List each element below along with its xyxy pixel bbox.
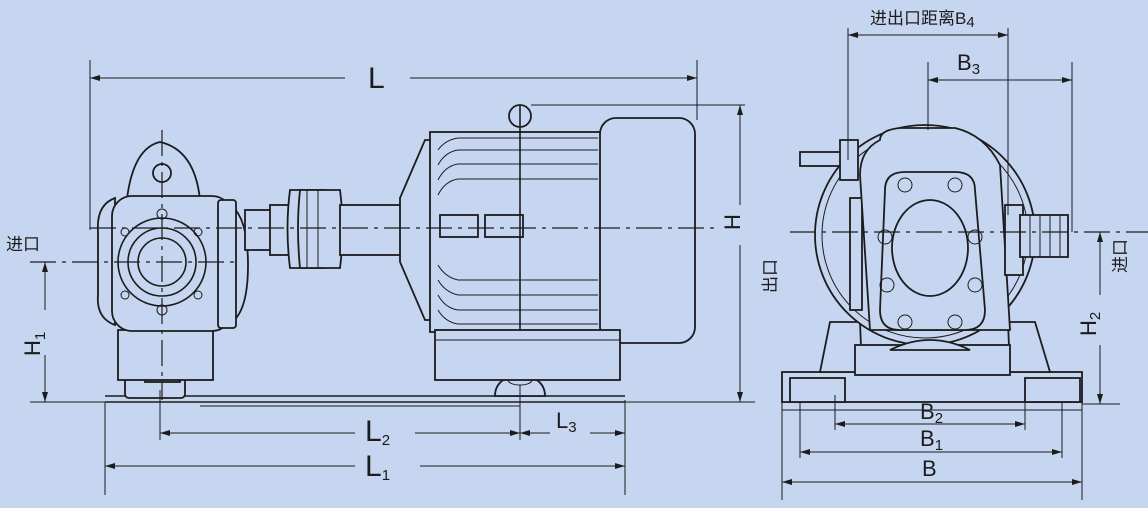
dim-B: B [781,402,1083,500]
dim-L: L [89,60,698,230]
dim-L3: L3 [520,400,626,440]
dim-B2: B2 [834,395,1026,430]
label-L2: L2 [365,415,390,449]
label-B: B [922,456,937,481]
dim-B4: 进出口距离B4 [847,9,1009,215]
label-B1: B1 [920,426,943,454]
label-L1: L1 [365,450,390,484]
inlet-nozzle [1004,204,1069,276]
outlet-nozzle [799,139,863,311]
label-H1: H1 [20,332,49,356]
dim-L2: L2 [159,385,521,449]
label-H: H [720,214,745,230]
label-inlet-side: 进口 [6,235,40,254]
label-B2: B2 [920,399,943,427]
dim-L1: L1 [104,402,626,495]
label-B3: B3 [957,50,980,78]
shaft-coupling [244,189,403,269]
gear-pump-body [96,141,249,381]
label-B4: 进出口距离B4 [870,9,975,31]
dim-H1: H1 [20,262,105,403]
label-outlet-end: 出口 [761,259,780,293]
pump-flange [859,127,1011,351]
dim-H: H [610,105,755,403]
label-H2: H2 [1076,312,1104,336]
electric-motor [399,104,745,381]
dim-B3: B3 [927,50,1073,232]
dim-H2: H2 [1076,232,1120,405]
label-inlet-end: 进口 [1111,239,1130,273]
dim-B1: B1 [799,402,1063,458]
label-L: L [368,62,385,95]
label-L3: L3 [556,408,577,436]
end-view: 进出口距离B4 B3 H2 B2 [761,9,1148,500]
side-view: L H H1 L1 [6,60,755,495]
